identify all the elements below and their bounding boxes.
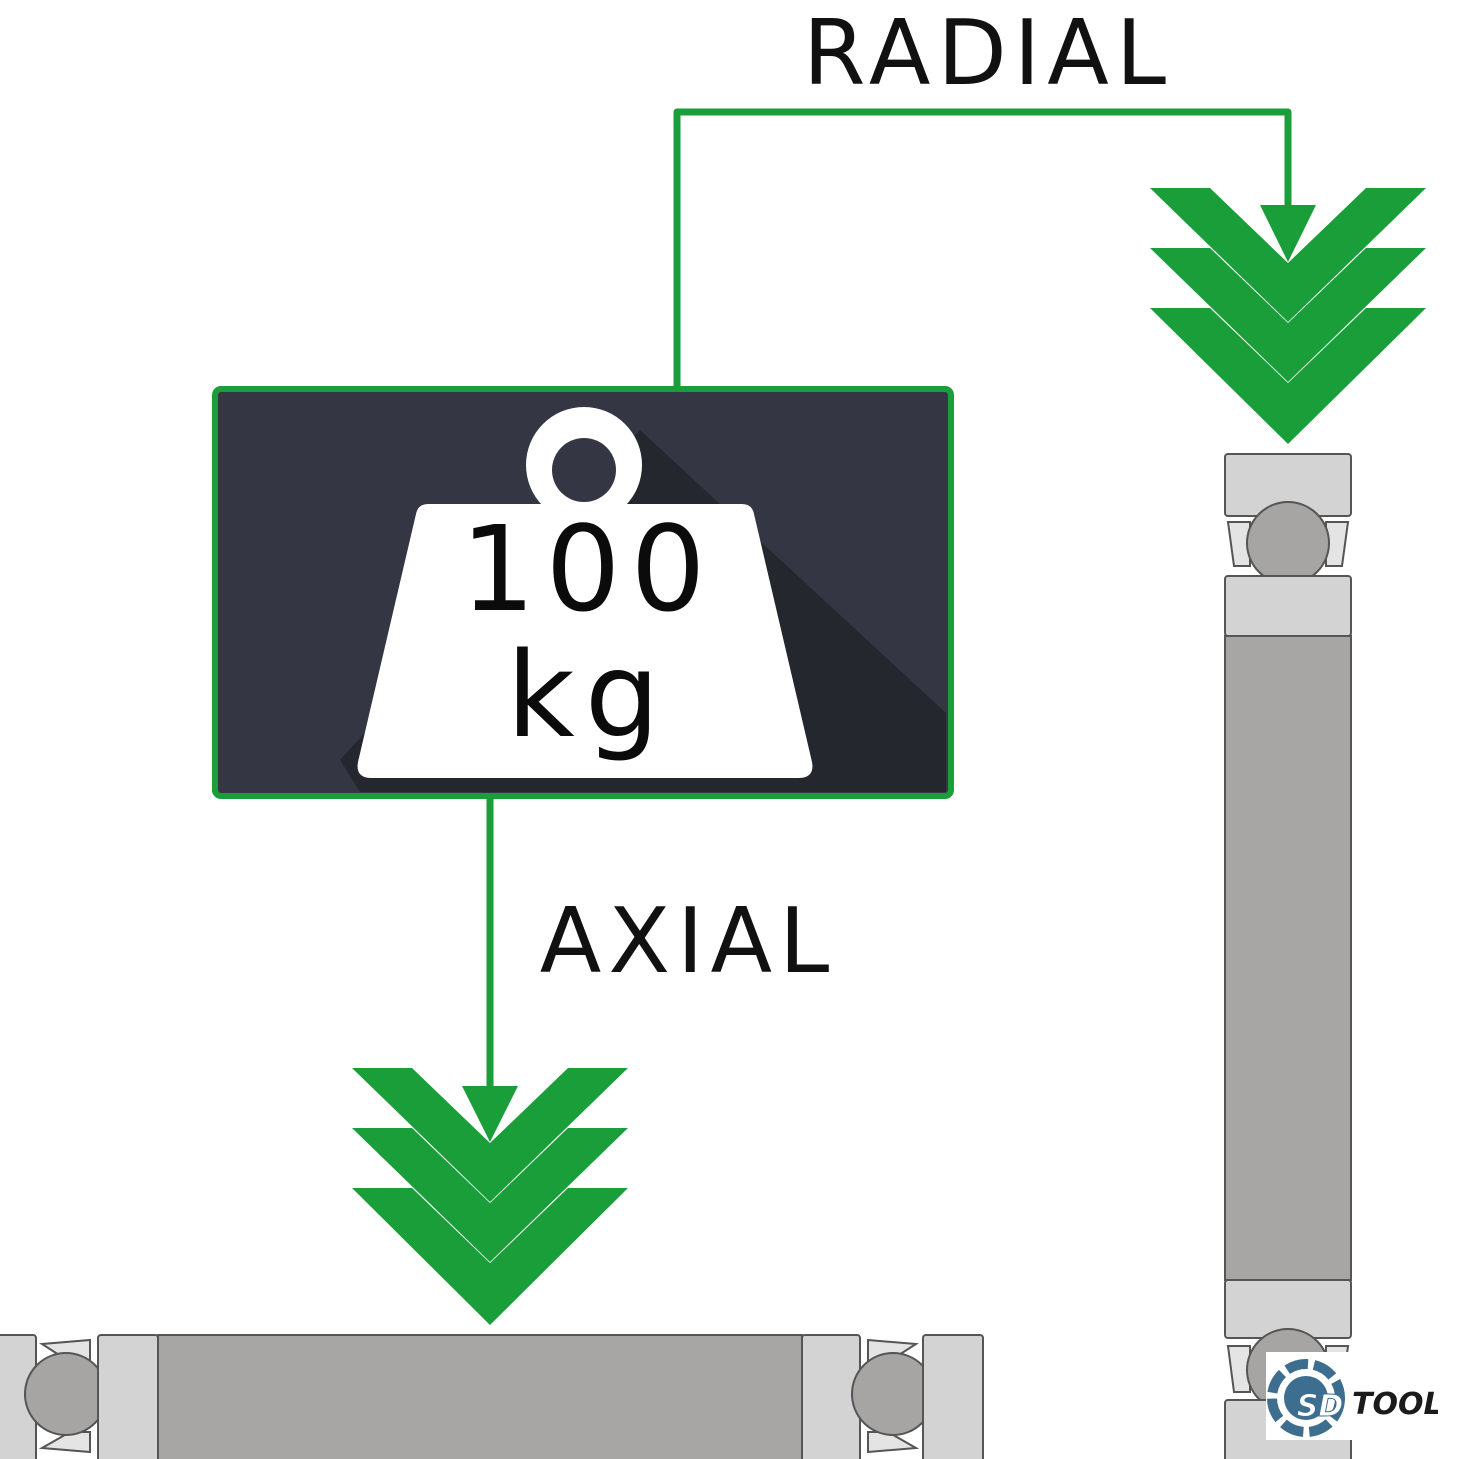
radial-arrow-icon xyxy=(1260,205,1316,262)
chevron-down-icon xyxy=(352,1188,628,1325)
logo-mark: SD xyxy=(1297,1389,1344,1424)
weight-panel: 100 kg xyxy=(212,386,954,799)
weight-value: 100 xyxy=(460,500,715,638)
axial-arrow-icon xyxy=(462,1086,518,1142)
logo-text: TOOLS xyxy=(1352,1387,1438,1422)
chevron-down-icon xyxy=(1150,188,1426,322)
radial-label: RADIAL xyxy=(803,1,1173,106)
axial-chevrons xyxy=(352,1068,628,1325)
radial-chevrons xyxy=(1150,188,1426,444)
axial-ball-bearing-icon xyxy=(0,1334,984,1459)
chevron-down-icon xyxy=(352,1128,628,1262)
chevron-down-icon xyxy=(1150,308,1426,444)
radial-ball-bearing-icon xyxy=(1224,453,1352,1459)
chevron-down-icon xyxy=(352,1068,628,1202)
sd-tools-logo-icon: SD TOOLS xyxy=(1267,1359,1460,1437)
weight-unit: kg xyxy=(506,626,669,764)
axial-label: AXIAL xyxy=(540,889,836,994)
weight-icon xyxy=(357,504,813,778)
chevron-down-icon xyxy=(1150,248,1426,382)
radial-connector xyxy=(673,108,1292,388)
sd-tools-logo: SD TOOLS xyxy=(1266,1352,1460,1440)
